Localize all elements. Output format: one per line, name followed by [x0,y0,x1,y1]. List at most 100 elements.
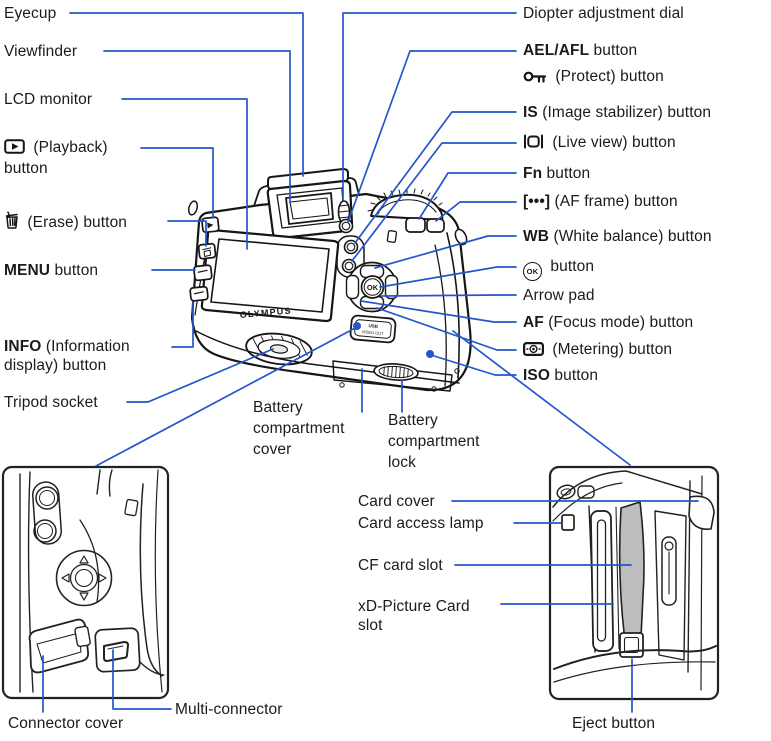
label-multi-connector: Multi-connector [175,701,283,718]
leader-iso [430,354,517,376]
arrow-left-key [345,274,360,300]
label-battery-cover: Battery compartment cover [253,399,345,458]
label-ael-afl: AEL/AFL button [523,42,638,59]
af-frame-icon: [•••] [523,193,551,210]
battery-compartment-lock [373,363,419,381]
left-inset-border [1,465,170,700]
xd-card-slot [590,510,615,652]
label-metering: (Metering) button [523,340,672,361]
label-erase: (Erase) button [4,211,127,234]
tripod-socket [245,332,313,366]
leader-right-inset-link [452,330,631,466]
diopter-dial [337,200,351,224]
leader-metering [376,307,517,351]
label-menu: MENU button [4,262,99,279]
usb-text: USB [368,323,379,329]
leader-arrow-pad [381,294,517,297]
protect-key-icon [523,69,547,88]
arrow-right-key [384,274,399,300]
leader-af [360,300,517,323]
af-frame-button [426,218,445,233]
metering-icon [523,342,544,361]
label-iso: ISO button [523,367,599,384]
connector-cover-flap [28,618,91,674]
leader-erase [167,220,207,247]
strap-lug-right [454,228,468,246]
label-battery-lock: Battery compartment lock [388,412,480,471]
leader-wb [374,235,517,269]
leader-lcd [121,98,248,250]
card-cover-flap [688,495,715,531]
leader-live-view [351,142,517,262]
label-wb: WB (White balance) button [523,228,712,245]
bottom-seam [195,330,460,384]
multi-connector-port [103,641,129,662]
eye-sensor [386,230,398,243]
brand-text: OLYMPUS [239,305,292,320]
right-inset-card-view [548,465,720,701]
label-card-access-lamp: Card access lamp [358,515,484,532]
leader-fn [418,172,517,220]
live-view-icon [523,134,544,154]
leader-info [171,301,194,348]
leader-tripod [126,348,274,403]
is-button-inner [346,242,356,252]
ok-icon: OK [523,262,542,281]
iso-location-dot [426,350,434,358]
label-viewfinder: Viewfinder [4,43,78,60]
ael-afl-button-inner [341,221,351,231]
connector-area-dot [353,322,361,330]
label-ok: OK button [523,257,594,281]
label-playback: (Playback) button [4,139,108,177]
arrow-pad: OK [345,261,399,313]
mode-dial [367,188,444,221]
label-arrow-pad: Arrow pad [523,287,595,304]
ok-button-text: OK [367,283,379,292]
leader-left-inset-link [95,326,358,467]
label-af: AF (Focus mode) button [523,314,694,331]
leader-is [354,111,517,244]
label-eject-button: Eject button [572,715,656,732]
leader-diopter [342,12,517,200]
erase-trash-icon [4,211,19,234]
live-view-button-inner [344,261,354,271]
label-tripod-socket: Tripod socket [4,394,98,411]
leader-viewfinder [103,50,291,204]
cf-card-slot [618,501,645,642]
grip-seam [446,232,460,379]
label-xd-card-slot: xD-Picture Card slot [358,598,470,634]
label-connector-cover: Connector cover [8,715,124,732]
label-af-frame: [•••] (AF frame) button [523,193,678,210]
leader-playback [140,147,214,219]
playback-icon [4,139,25,159]
label-card-cover: Card cover [358,493,435,510]
label-info: INFO (Information display) button [4,338,130,374]
ael-afl-button [338,218,354,234]
fn-button [405,217,426,233]
label-diopter: Diopter adjustment dial [523,5,684,22]
label-fn: Fn button [523,165,591,182]
label-live-view: (Live view) button [523,133,676,154]
info-button [189,285,209,302]
label-protect: (Protect) button [523,67,664,88]
camera-back-drawing: OLYMPUS OK [187,168,472,392]
left-inset-connector-view [1,465,170,700]
leader-eyecup [69,12,304,177]
video-out-text: VIDEO OUT [362,329,385,336]
leader-ok [379,266,517,288]
label-cf-card-slot: CF card slot [358,557,443,574]
live-view-button [341,258,357,274]
leader-multi-connector [112,649,172,710]
card-access-lamp [561,514,575,531]
label-is: IS (Image stabilizer) button [523,104,712,121]
label-lcd-monitor: LCD monitor [4,91,93,108]
left-inset-arrow-pad [55,549,113,607]
eject-button [619,632,644,658]
left-button-column [189,216,220,302]
menu-button [193,264,213,282]
leader-af-frame [435,201,517,222]
label-eyecup: Eyecup [4,5,57,22]
leader-ael [347,50,517,223]
